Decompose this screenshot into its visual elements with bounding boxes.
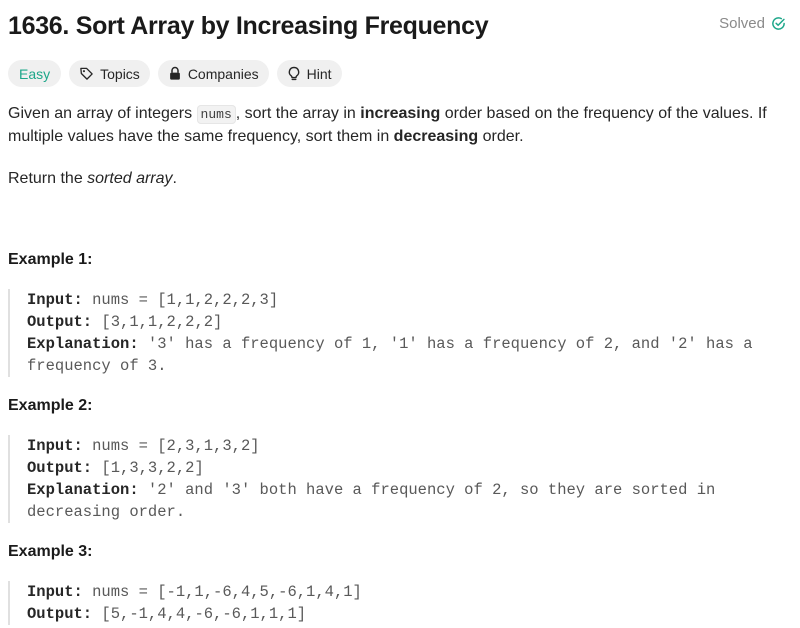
- hint-label: Hint: [306, 65, 332, 82]
- example-2-block: Input: nums = [2,3,1,3,2] Output: [1,3,3…: [8, 435, 778, 523]
- statement-text: order.: [478, 128, 524, 145]
- example-input-line: Input: nums = [-1,1,-6,4,5,-6,1,4,1]: [27, 581, 778, 603]
- explanation-value: '3' has a frequency of 1, '1' has a freq…: [27, 335, 762, 375]
- hint-button[interactable]: Hint: [276, 60, 342, 87]
- statement-emphasis: decreasing: [393, 128, 479, 145]
- statement-text: Given an array of integers: [8, 105, 197, 122]
- example-explanation-line: Explanation: '3' has a frequency of 1, '…: [27, 333, 778, 377]
- statement-text: order based on the frequency of the valu…: [8, 105, 767, 145]
- lightbulb-icon: [287, 66, 301, 82]
- output-label: Output:: [27, 605, 93, 623]
- input-label: Input:: [27, 437, 83, 455]
- explanation-value: '2' and '3' both have a frequency of 2, …: [27, 481, 725, 521]
- example-input-line: Input: nums = [1,1,2,2,2,3]: [27, 289, 778, 311]
- companies-label: Companies: [187, 65, 259, 82]
- example-3-title: Example 3:: [8, 543, 93, 560]
- check-circle-icon: [771, 16, 786, 31]
- lock-icon: [168, 66, 182, 81]
- example-output-line: Output: [5,-1,4,4,-6,-6,1,1,1]: [27, 603, 778, 625]
- output-label: Output:: [27, 313, 93, 331]
- output-value: [5,-1,4,4,-6,-6,1,1,1]: [92, 605, 307, 623]
- statement-text: .: [172, 170, 177, 187]
- statement-emphasis: sorted array: [87, 170, 173, 187]
- example-2-title: Example 2:: [8, 397, 93, 414]
- explanation-label: Explanation:: [27, 481, 139, 499]
- statement-paragraph: Given an array of integers nums, sort th…: [8, 103, 778, 148]
- topics-label: Topics: [100, 65, 140, 82]
- return-paragraph: Return the sorted array.: [8, 168, 778, 190]
- difficulty-badge[interactable]: Easy: [8, 60, 62, 87]
- explanation-label: Explanation:: [27, 335, 139, 353]
- difficulty-label: Easy: [19, 65, 51, 82]
- input-value: nums = [1,1,2,2,2,3]: [82, 291, 279, 309]
- example-1-block: Input: nums = [1,1,2,2,2,3] Output: [3,1…: [8, 289, 778, 377]
- input-label: Input:: [27, 583, 83, 601]
- output-label: Output:: [27, 459, 93, 477]
- input-label: Input:: [27, 291, 83, 309]
- problem-statement: Given an array of integers nums, sort th…: [8, 103, 778, 190]
- companies-button[interactable]: Companies: [157, 60, 269, 87]
- statement-emphasis: increasing: [360, 105, 441, 122]
- example-1-title: Example 1:: [8, 251, 93, 268]
- output-value: [1,3,3,2,2]: [92, 459, 204, 477]
- example-input-line: Input: nums = [2,3,1,3,2]: [27, 435, 778, 457]
- example-explanation-line: Explanation: '2' and '3' both have a fre…: [27, 479, 778, 523]
- statement-text: , sort the array in: [235, 105, 361, 122]
- tag-row: Easy Topics Companies: [8, 60, 342, 87]
- output-value: [3,1,1,2,2,2]: [92, 313, 223, 331]
- statement-text: Return the: [8, 170, 88, 187]
- input-value: nums = [2,3,1,3,2]: [82, 437, 260, 455]
- example-output-line: Output: [1,3,3,2,2]: [27, 457, 778, 479]
- problem-title: 1636. Sort Array by Increasing Frequency: [8, 12, 489, 40]
- tag-icon: [79, 66, 94, 81]
- solved-status: Solved: [719, 15, 786, 32]
- title-row: 1636. Sort Array by Increasing Frequency…: [8, 8, 792, 44]
- example-output-line: Output: [3,1,1,2,2,2]: [27, 311, 778, 333]
- solved-label: Solved: [719, 15, 765, 32]
- topics-button[interactable]: Topics: [69, 60, 150, 87]
- inline-code: nums: [196, 105, 236, 124]
- example-3-block: Input: nums = [-1,1,-6,4,5,-6,1,4,1] Out…: [8, 581, 778, 625]
- input-value: nums = [-1,1,-6,4,5,-6,1,4,1]: [82, 583, 362, 601]
